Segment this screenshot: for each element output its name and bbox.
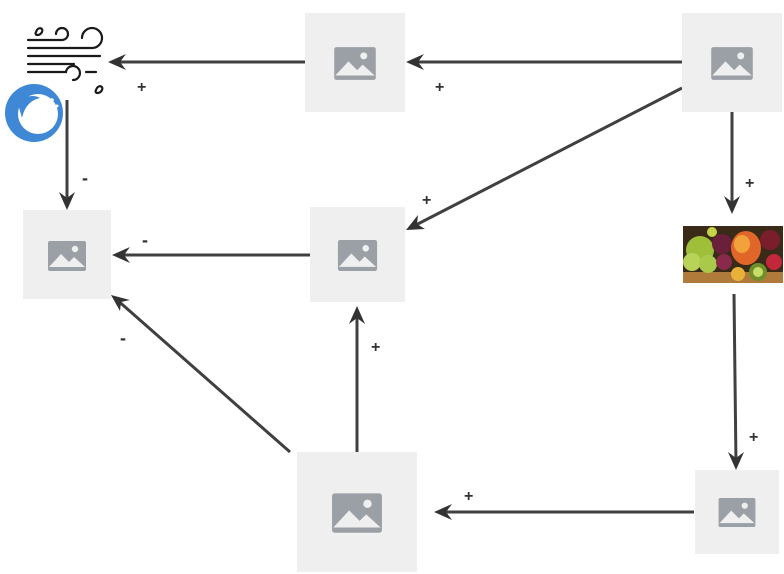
arrowhead-center-diag <box>406 215 425 230</box>
wind-icon <box>26 26 104 95</box>
sign-top-right-to-center: + <box>422 192 431 209</box>
arrowhead-wind <box>108 54 126 70</box>
arrowhead-bottom-middle <box>434 504 452 520</box>
image-placeholder-icon <box>334 47 376 80</box>
arrowhead-mid-left-diag <box>111 295 130 311</box>
node-mid-left <box>23 210 111 299</box>
image-placeholder-icon <box>48 241 86 271</box>
fruits-photo-icon <box>683 226 783 283</box>
sign-fruits-to-bottom-right: + <box>749 429 758 446</box>
arrowhead-mid-left-from-wind <box>59 192 75 210</box>
sign-wind-to-mid-left: - <box>82 168 88 188</box>
arrowhead-fruits <box>724 196 740 214</box>
sign-top-right-to-fruits: + <box>745 175 754 192</box>
edges <box>65 60 738 514</box>
node-bottom-middle <box>297 452 417 572</box>
image-placeholder-icon <box>332 493 382 533</box>
polarity-signs: + + + + - - - + + + <box>82 79 758 505</box>
image-placeholder-icon <box>718 497 756 528</box>
edge-top-right-to-center <box>409 86 683 230</box>
arrowhead-mid-left-from-center <box>112 247 130 263</box>
node-center <box>310 207 405 302</box>
arrowhead-top-middle <box>406 54 424 70</box>
node-top-middle <box>305 13 405 112</box>
sign-top-right-to-top-middle: + <box>435 79 444 96</box>
image-placeholder-icon <box>337 240 378 271</box>
arrowhead-bottom-right <box>728 452 744 470</box>
node-bottom-right <box>695 470 779 554</box>
image-placeholder-icon <box>711 47 753 80</box>
sign-bottom-right-to-bottom-middle: + <box>464 488 473 505</box>
arrowhead-center-from-below <box>349 306 365 324</box>
edge-bottom-middle-to-mid-left <box>115 297 291 454</box>
edge-fruits-to-bottom-right <box>732 293 738 465</box>
node-fruits <box>683 226 783 283</box>
snowball-icon <box>5 84 63 142</box>
sign-bottom-middle-to-mid-left: - <box>120 328 126 348</box>
node-wind-snowball <box>5 26 104 142</box>
arrowheads <box>59 54 744 520</box>
node-top-right <box>682 13 782 112</box>
sign-top-middle-to-wind: + <box>137 79 146 96</box>
sign-bottom-middle-to-center: + <box>371 339 380 356</box>
sign-center-to-mid-left: - <box>142 230 148 250</box>
